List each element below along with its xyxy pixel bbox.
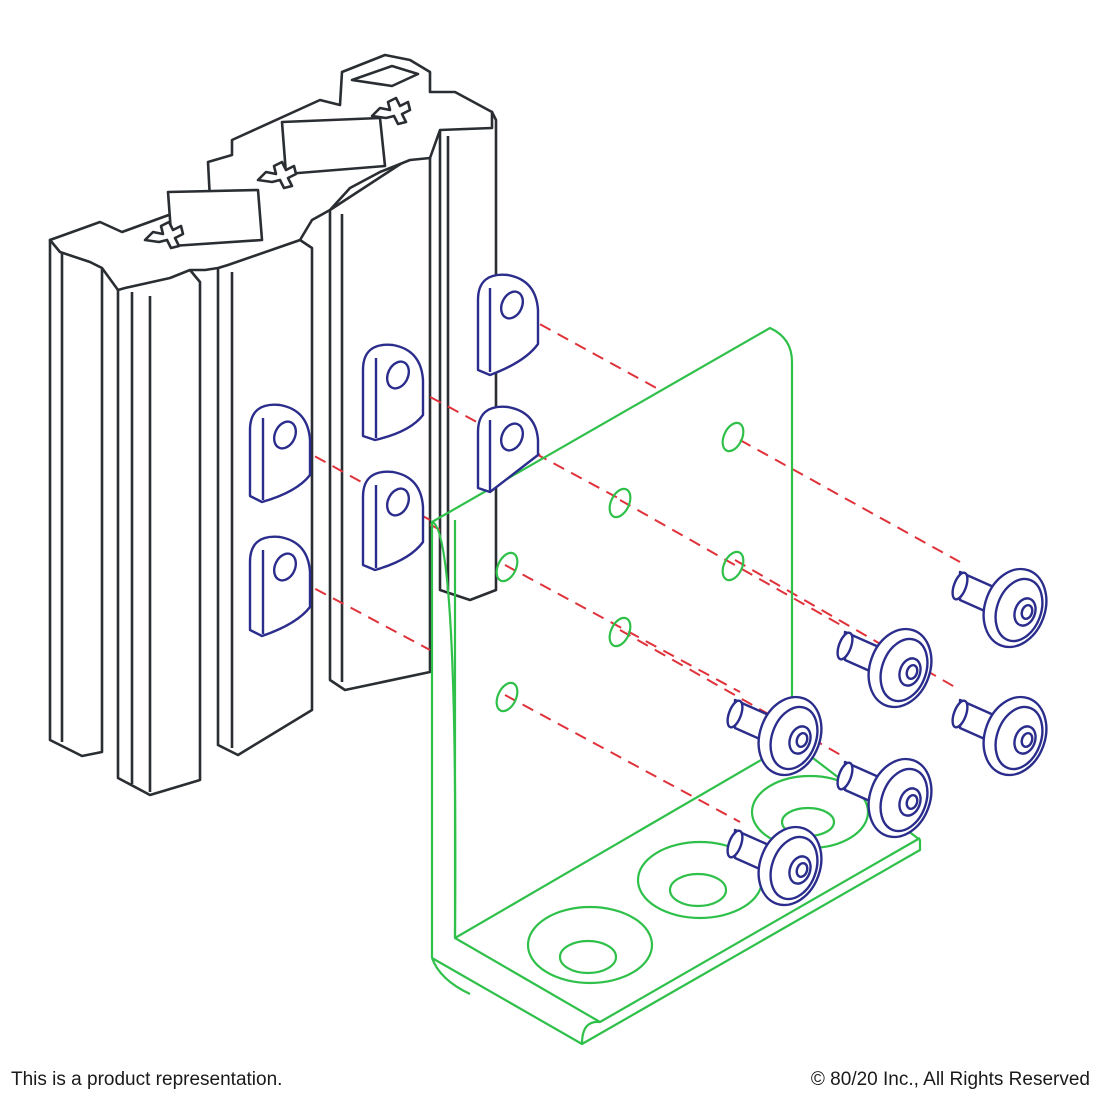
bracket-hole bbox=[495, 551, 519, 583]
bracket-hole bbox=[721, 421, 745, 453]
screw bbox=[951, 567, 1048, 649]
t-nut bbox=[476, 405, 540, 494]
screws bbox=[726, 567, 1048, 907]
t-nuts bbox=[248, 273, 540, 638]
t-nut bbox=[361, 470, 425, 572]
disclaimer-text: This is a product representation. bbox=[11, 1069, 283, 1090]
screw bbox=[836, 627, 933, 709]
screw bbox=[951, 695, 1048, 777]
bracket-hole bbox=[608, 487, 632, 519]
t-nut bbox=[361, 343, 425, 442]
t-nut bbox=[476, 273, 540, 377]
bracket-hole bbox=[721, 550, 745, 582]
t-nut bbox=[248, 403, 312, 504]
screw bbox=[836, 757, 933, 839]
screw bbox=[726, 825, 823, 907]
copyright-text: © 80/20 Inc., All Rights Reserved bbox=[810, 1069, 1090, 1090]
bracket-hole bbox=[608, 616, 632, 648]
screw bbox=[726, 695, 823, 777]
t-nut bbox=[248, 535, 312, 638]
bracket-hole bbox=[495, 681, 519, 713]
